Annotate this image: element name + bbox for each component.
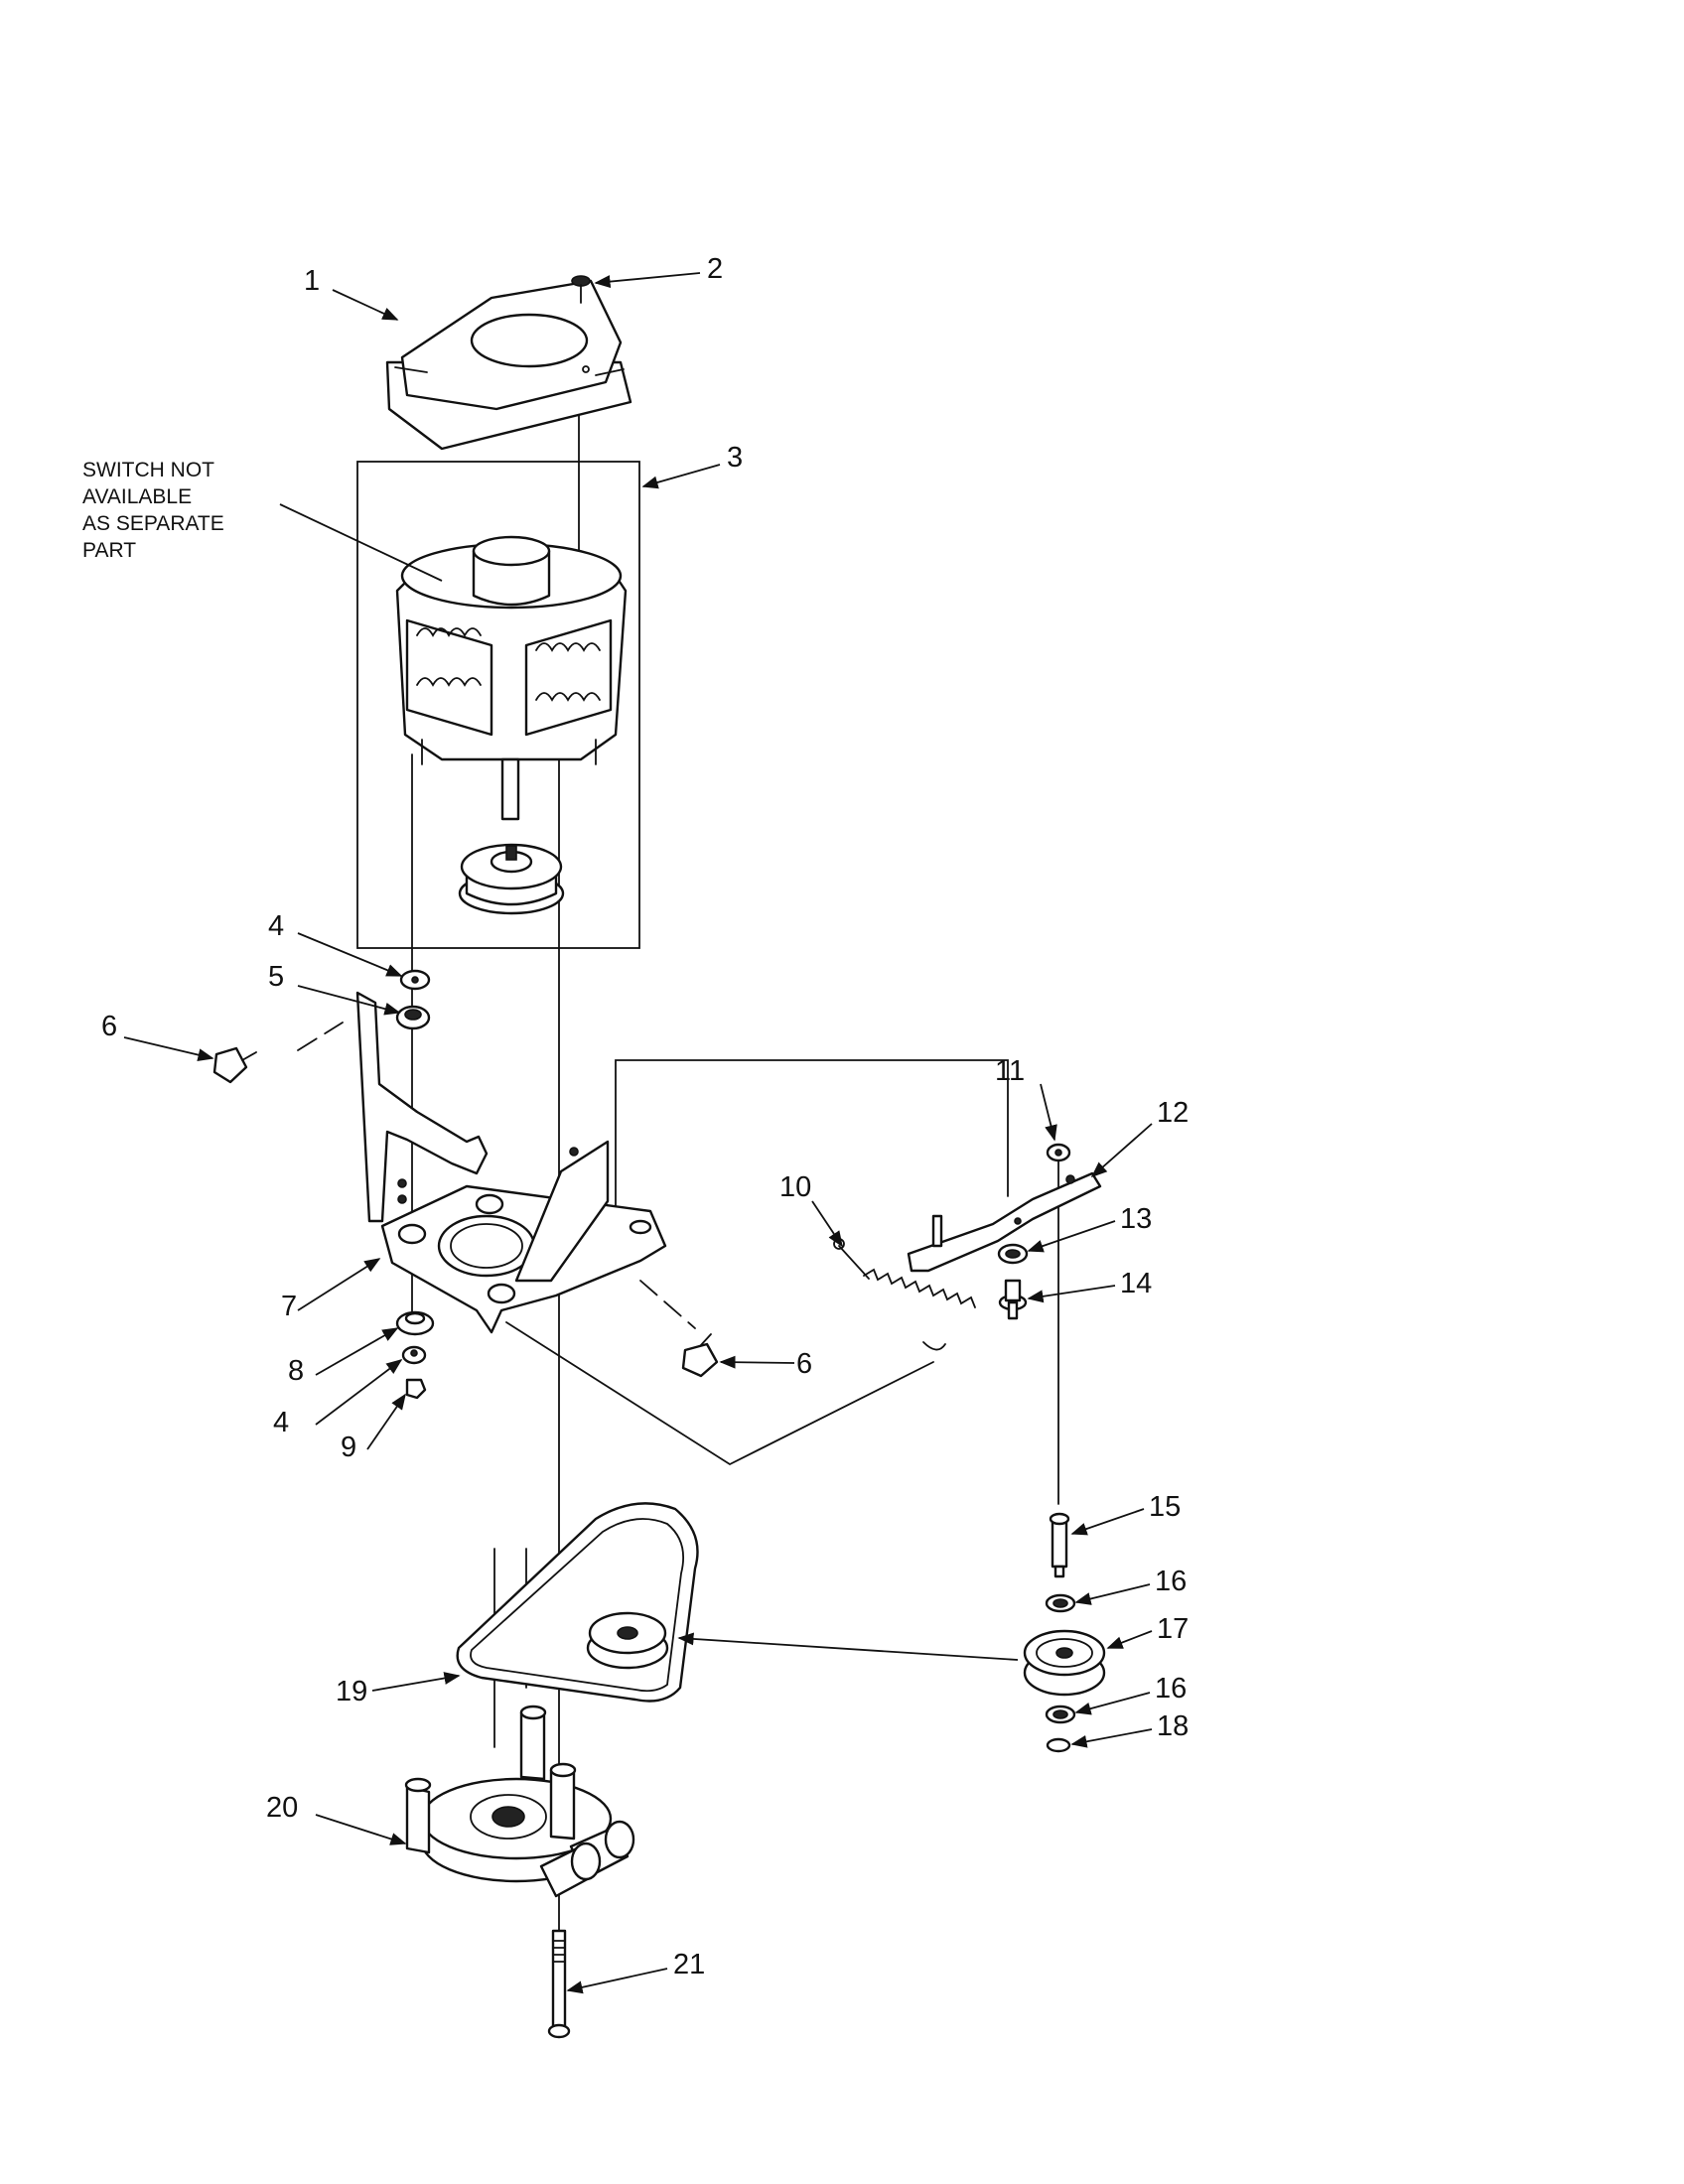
callout-14: 14 [1120,1268,1152,1299]
washer-4-bottom [401,1345,427,1365]
nut-11 [1046,1143,1071,1162]
idler-arm-bracket [907,1171,1102,1273]
callout-4-top: 4 [268,910,284,942]
callout-17: 17 [1157,1613,1189,1645]
callout-19: 19 [336,1676,367,1707]
callout-21: 21 [673,1949,705,1980]
callout-7: 7 [281,1291,297,1322]
washer-16-top [1045,1593,1076,1613]
callout-16-bottom: 16 [1155,1673,1187,1705]
washer-4-top [399,969,431,991]
switch-note: SWITCH NOT AVAILABLE AS SEPARATE PART [82,459,224,562]
bolt-6-right [681,1333,719,1378]
note-line-1: SWITCH NOT [82,459,214,481]
callout-10: 10 [779,1171,811,1203]
motor-assembly-box [356,461,640,949]
callout-16-top: 16 [1155,1566,1187,1597]
callout-3: 3 [727,442,743,474]
callout-9: 9 [341,1432,356,1463]
screw-2 [571,275,591,304]
callout-2: 2 [707,253,723,285]
callout-20: 20 [266,1792,298,1824]
note-line-4: PART [82,539,136,562]
callout-18: 18 [1157,1710,1189,1742]
callout-8: 8 [288,1355,304,1387]
stud-15 [1049,1512,1070,1578]
grommet-8 [395,1310,435,1336]
note-line-2: AVAILABLE [82,485,192,508]
washer-16-bottom [1045,1705,1076,1724]
drive-belt [456,1502,699,1703]
callout-15: 15 [1149,1491,1181,1523]
washer-13 [997,1243,1029,1265]
bolt-6-left [212,1046,257,1084]
motor [395,535,628,821]
shoulder-screw-14 [998,1279,1028,1320]
grommet-5 [395,1005,431,1030]
motor-mount-plate [355,991,667,1334]
callout-1: 1 [304,265,320,297]
nut-9 [405,1378,427,1400]
callout-11: 11 [995,1055,1025,1087]
motor-cover [385,279,632,451]
motor-pulley [458,843,565,915]
bolt-21 [547,1929,571,2039]
note-line-3: AS SEPARATE [82,512,224,535]
callout-numbers: 1 2 3 4 5 6 7 8 4 9 6 10 11 12 13 14 15 … [101,253,1189,1980]
ring-18 [1046,1737,1071,1753]
callout-6-left: 6 [101,1011,117,1042]
callout-leaders [123,272,1153,1994]
callout-12: 12 [1157,1097,1189,1129]
callout-4-bottom: 4 [273,1407,289,1438]
callout-13: 13 [1120,1203,1152,1235]
water-pump [404,1705,635,1898]
idler-pulley-17 [1023,1629,1106,1697]
callout-5: 5 [268,961,284,993]
callout-6-right: 6 [796,1348,812,1380]
